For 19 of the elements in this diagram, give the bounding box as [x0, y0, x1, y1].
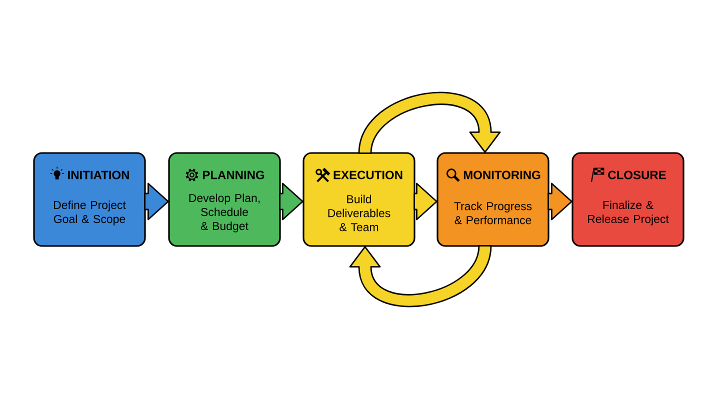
stage-title: INITIATION [68, 170, 129, 180]
block-arrow [414, 182, 438, 220]
process-box [572, 152, 684, 247]
process-box [168, 152, 281, 247]
block-arrow [548, 182, 572, 220]
process-box [33, 152, 146, 247]
stage-description: Finalize & Release Project [588, 200, 669, 226]
stage-title: MONITORING [464, 170, 540, 180]
stage-description: Build Deliverables & Team [328, 194, 390, 232]
block-arrow [279, 182, 304, 220]
process-box [436, 152, 550, 247]
block-arrow [144, 182, 169, 220]
process-box [302, 152, 416, 247]
stage-title: PLANNING [202, 170, 264, 180]
stage-description: Develop Plan, Schedule & Budget [189, 194, 260, 232]
stage-description: Track Progress & Performance [454, 202, 532, 224]
stage-title: EXECUTION [334, 170, 402, 180]
stage-description: Define Project Goal & Scope [54, 200, 126, 226]
stage-title: CLOSURE [608, 170, 666, 180]
